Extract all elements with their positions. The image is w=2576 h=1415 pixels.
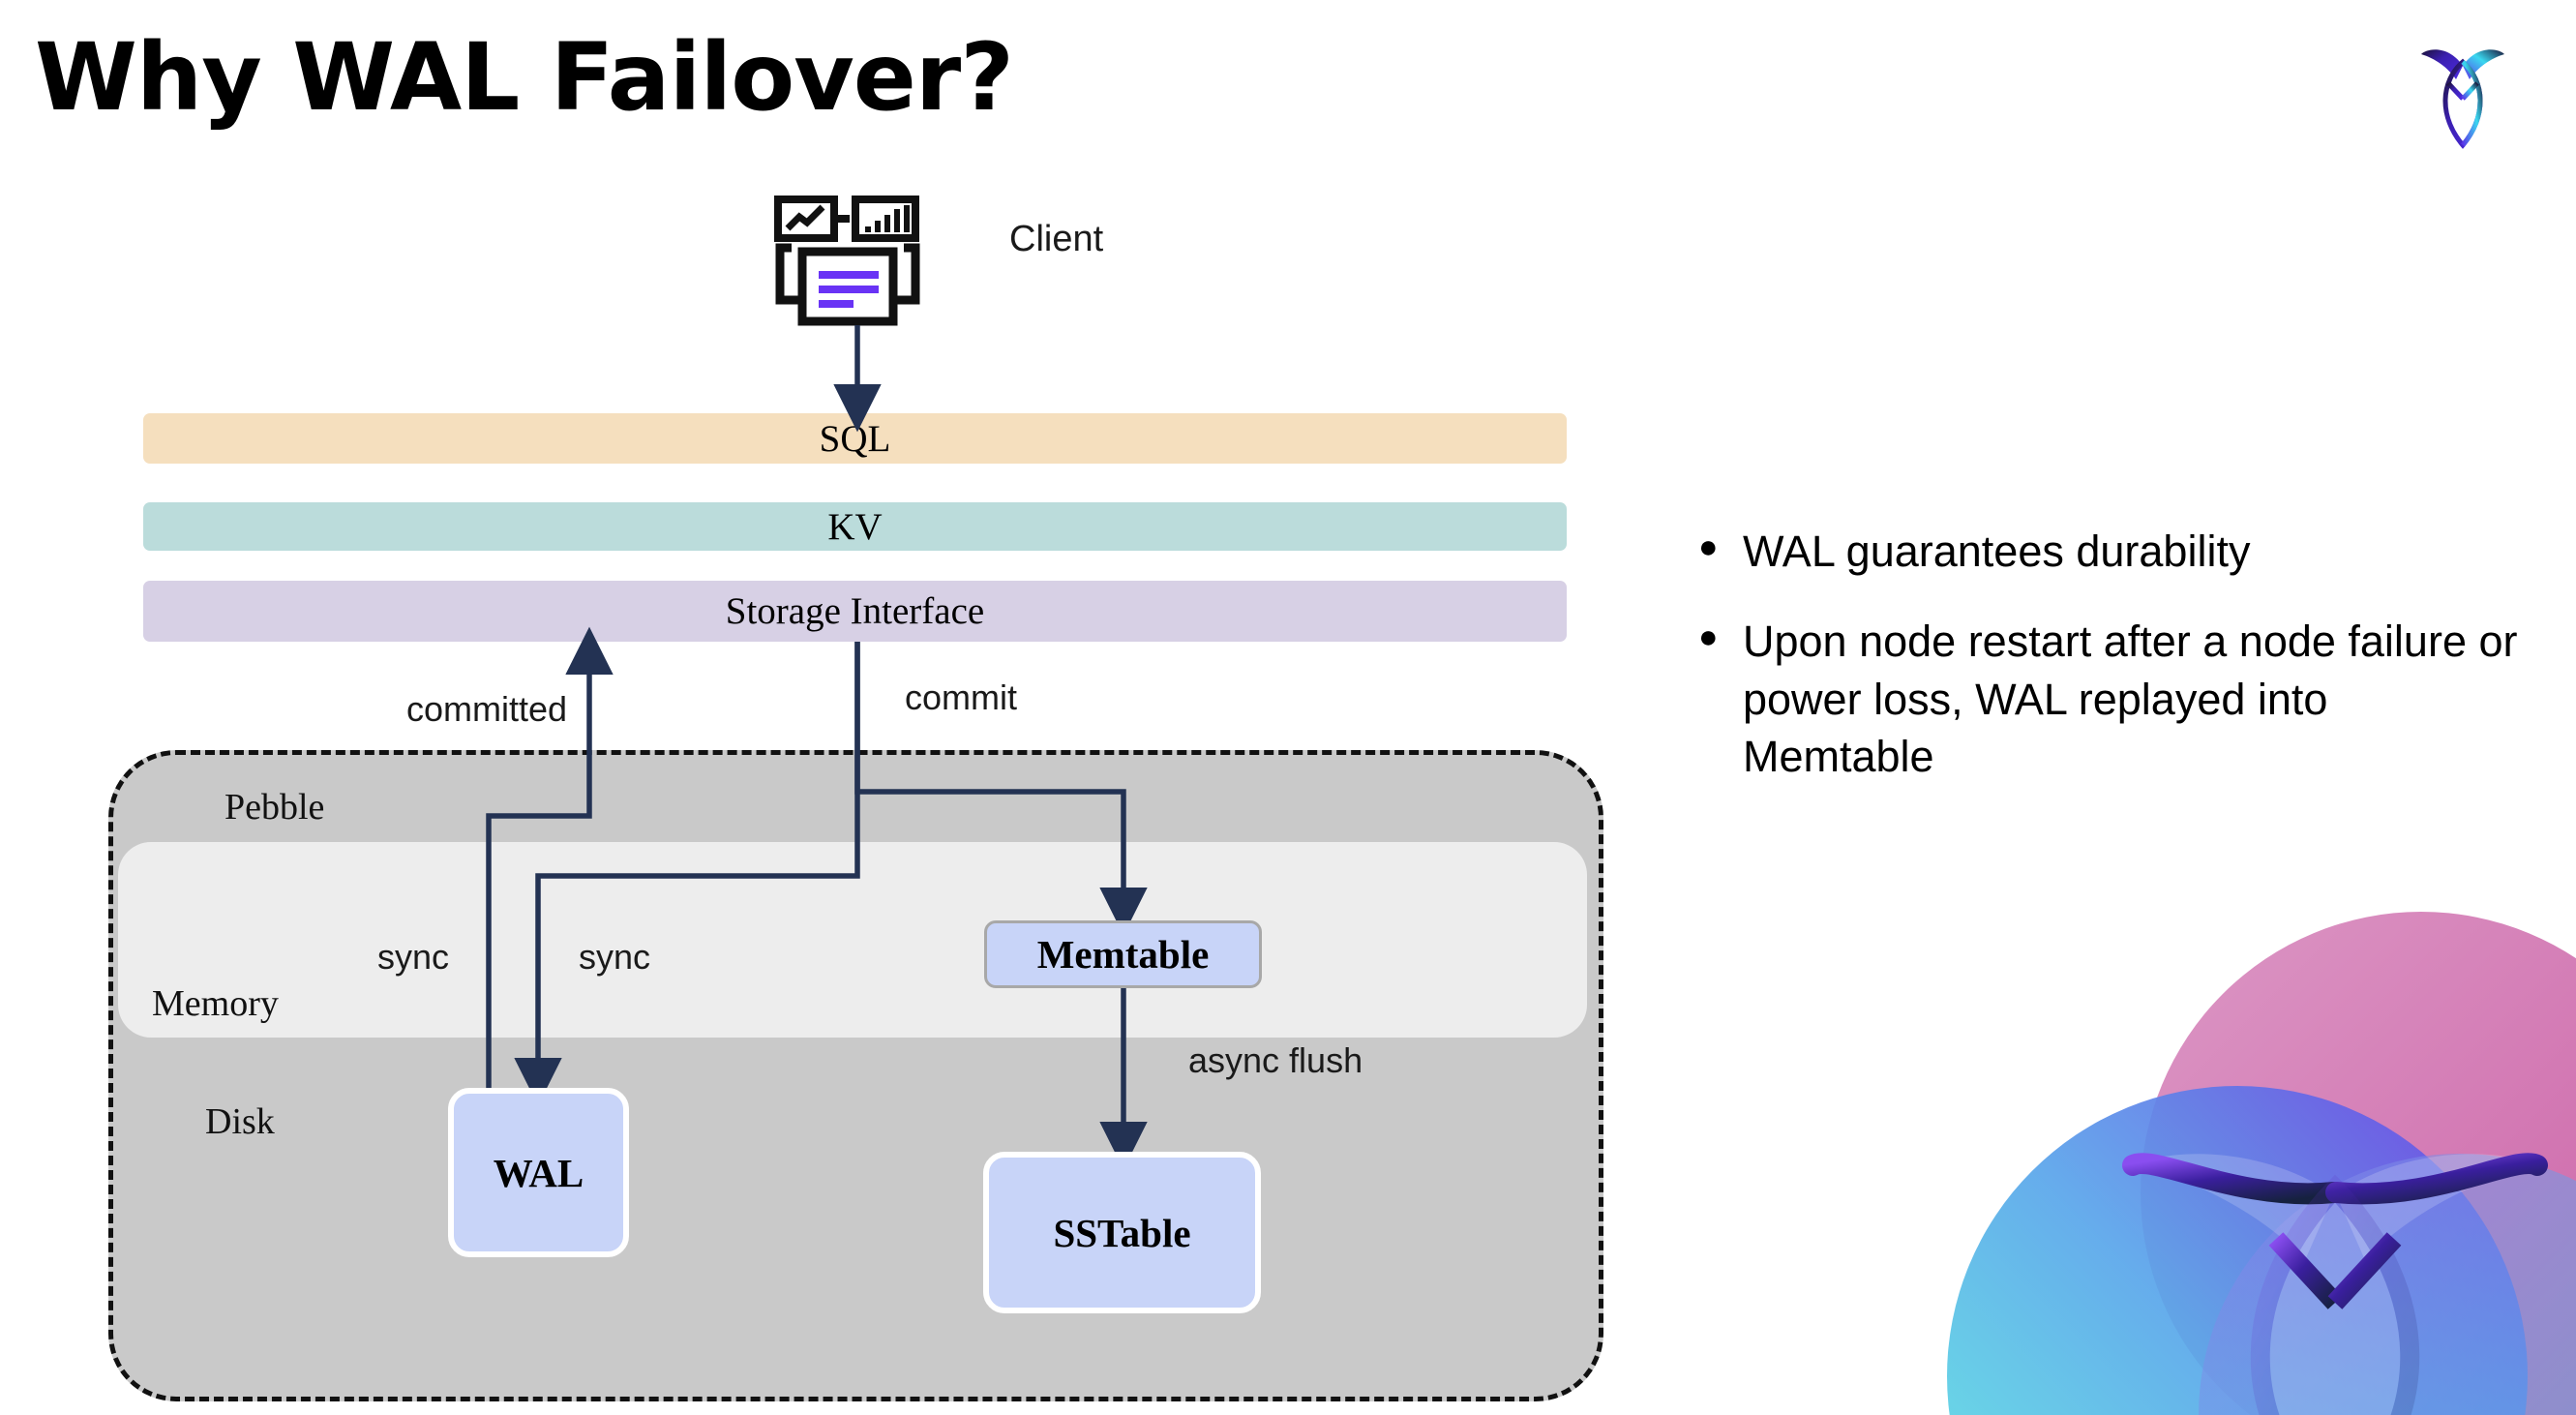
node-label-wal: WAL [493,1150,584,1195]
client-dashboard-icon [774,196,920,326]
edge-label-sync-2: sync [579,937,651,977]
bullet-text: WAL guarantees durability [1743,527,2251,576]
memory-region [118,842,1587,1038]
list-item: ● WAL guarantees durability [1698,523,2531,580]
page-title: Why WAL Failover? [35,23,1014,132]
node-label-sstable: SSTable [1053,1210,1191,1255]
cockroachdb-decorative-artwork-icon [1947,912,2576,1415]
layer-bar-storage-interface: Storage Interface [143,581,1567,642]
memory-label: Memory [152,983,279,1024]
client-label: Client [1009,219,1104,259]
edge-label-commit: commit [905,677,1017,717]
cockroachdb-logo-icon [2421,49,2504,149]
bullet-dot-icon: ● [1698,528,1719,565]
bullet-text: Upon node restart after a node failure o… [1743,617,2518,782]
node-memtable: Memtable [984,920,1262,988]
pebble-label: Pebble [225,787,325,828]
bullet-list: ● WAL guarantees durability ● Upon node … [1698,523,2531,819]
node-label-memtable: Memtable [1036,932,1210,977]
node-sstable: SSTable [983,1152,1261,1313]
edge-label-committed: committed [406,689,568,729]
layer-bar-kv: KV [143,502,1567,551]
bullet-dot-icon: ● [1698,618,1719,656]
edge-label-async-flush: async flush [1188,1040,1363,1080]
disk-label: Disk [205,1101,275,1142]
list-item: ● Upon node restart after a node failure… [1698,613,2531,785]
layer-bar-sql: SQL [143,413,1567,464]
edge-label-sync-1: sync [377,937,450,977]
layer-label-storage-interface: Storage Interface [725,590,985,632]
layer-label-sql: SQL [819,417,891,460]
node-wal: WAL [448,1088,629,1257]
layer-label-kv: KV [827,505,883,548]
